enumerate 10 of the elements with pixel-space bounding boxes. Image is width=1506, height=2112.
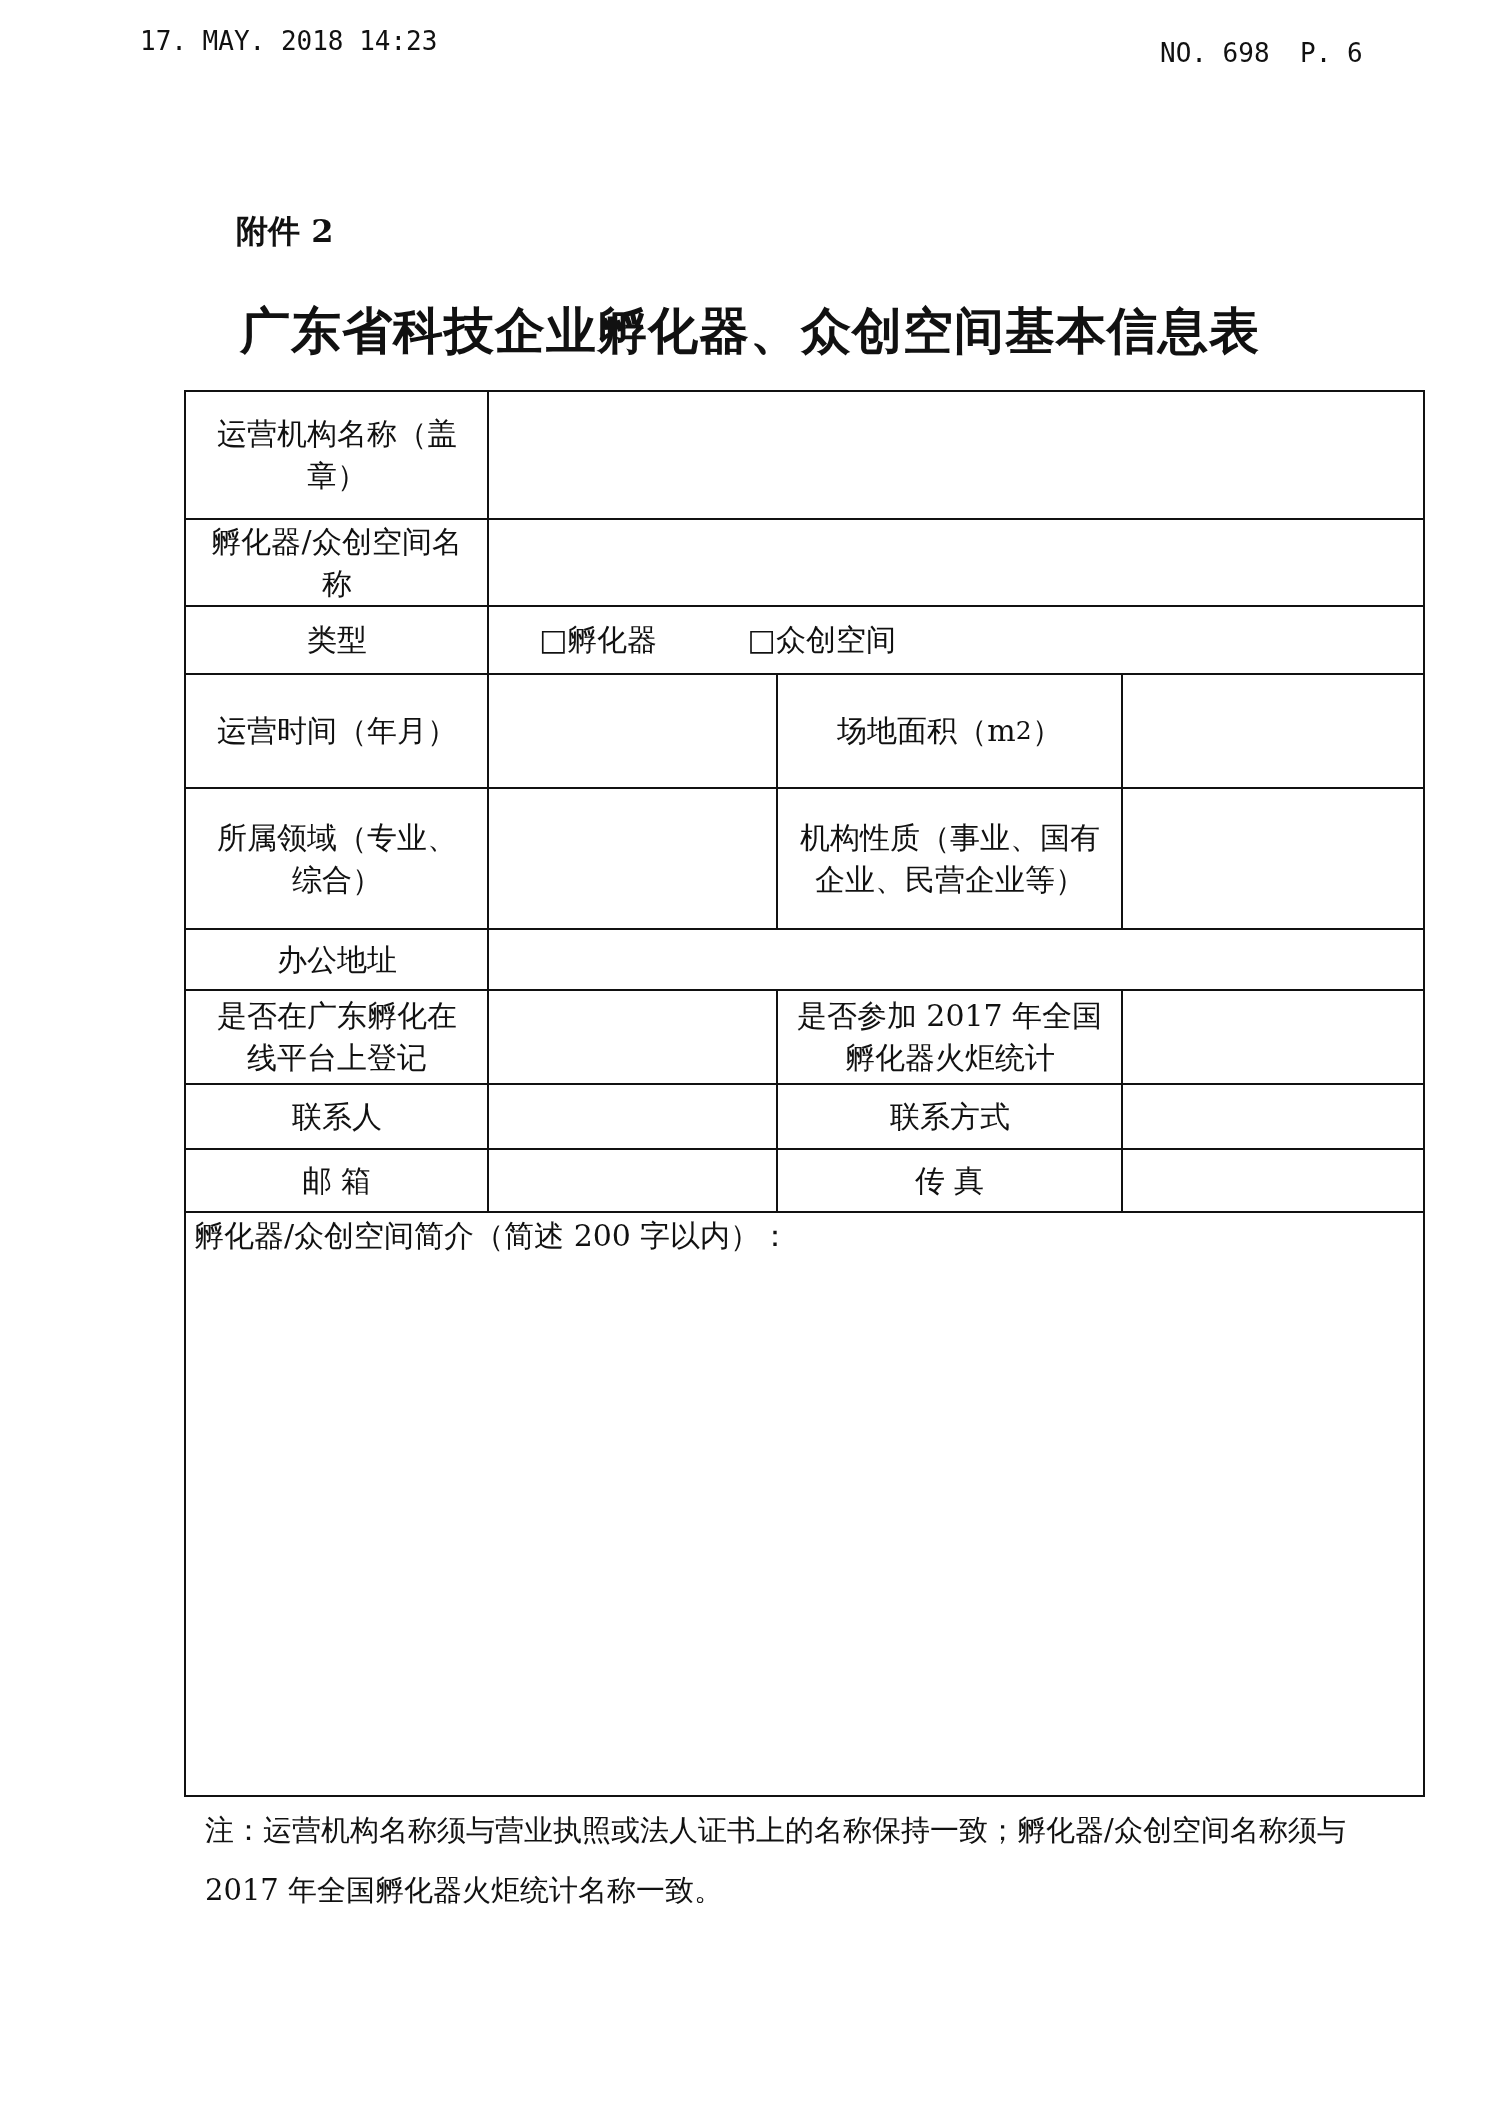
title: 广东省科技企业孵化器、众创空间基本信息表 <box>240 300 1260 362</box>
page-number: P. 6 <box>1300 38 1363 68</box>
label-cell: 运营机构名称（盖章） <box>184 390 489 520</box>
fax-header-text: NO. 698 <box>1160 38 1270 68</box>
fax-header-text: 17. MAY. 2018 14:23 <box>140 26 438 56</box>
checkbox-option: □众创空间 <box>747 619 896 661</box>
field-heading: 孵化器/众创空间简介（简述 200 字以内）： <box>194 1217 791 1255</box>
footnote: 注：运营机构名称须与营业执照或法人证书上的名称保持一致；孵化器/众创空间名称须与 2017 年全国孵化器火炬统计名称一致。 <box>205 1812 1347 1909</box>
checkbox-option: □孵化器 <box>539 619 658 661</box>
attachment-label: 附件 2 <box>236 211 334 252</box>
